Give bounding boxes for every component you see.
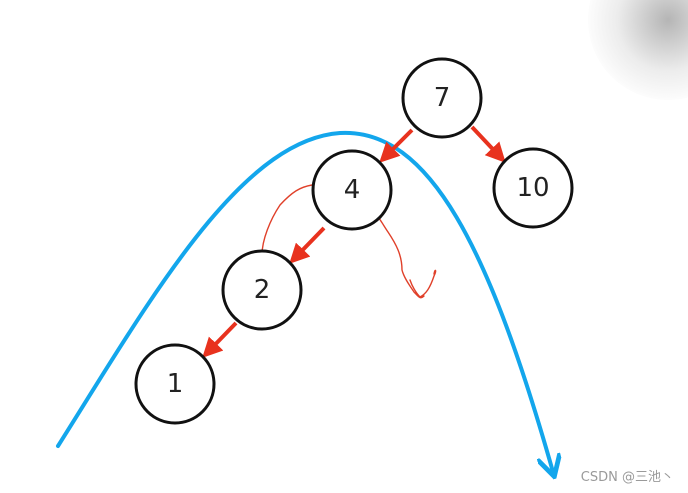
node-1: 1 [134, 343, 216, 425]
node-4-label: 4 [344, 175, 361, 205]
node-10-label: 10 [516, 173, 549, 203]
traversal-curve [56, 130, 553, 472]
edge-7-4 [379, 128, 414, 163]
watermark: CSDN @三池丶 [580, 470, 674, 485]
edge-4-2 [289, 226, 326, 264]
node-10: 10 [492, 147, 574, 229]
node-2: 2 [221, 249, 303, 331]
node-7: 7 [401, 57, 483, 139]
node-1-label: 1 [167, 369, 184, 399]
node-7-label: 7 [434, 83, 451, 113]
scribble-right [361, 199, 437, 299]
node-4: 4 [311, 149, 393, 231]
node-2-label: 2 [254, 275, 271, 305]
edge-2-1 [202, 321, 238, 358]
edge-7-10 [470, 125, 506, 163]
